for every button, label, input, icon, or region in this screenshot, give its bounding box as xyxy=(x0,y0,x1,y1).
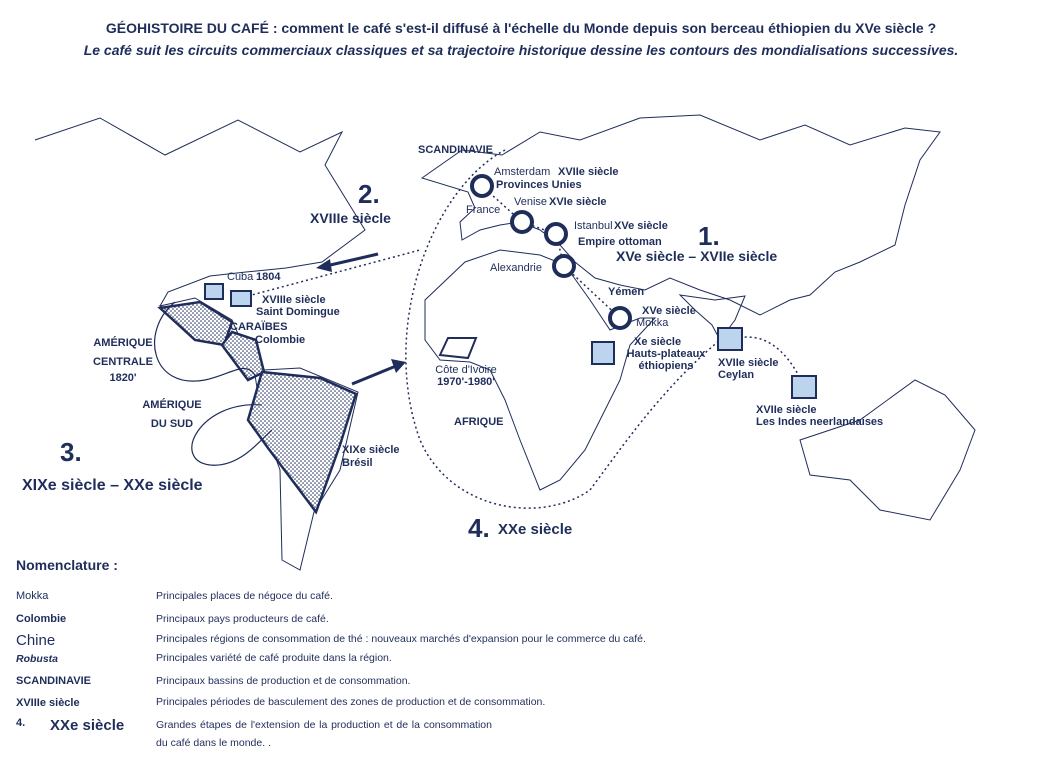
legend-desc-trading-place: Principales places de négoce du café. xyxy=(156,590,333,602)
label-istanbul: Istanbul xyxy=(574,220,613,232)
label-yemen: Yémen xyxy=(608,286,645,298)
legend-key-producer: Colombie xyxy=(16,613,67,625)
central-america-loop xyxy=(153,301,256,382)
north-america-outline xyxy=(34,117,366,307)
brazil-region xyxy=(246,370,358,515)
south-america-loop xyxy=(191,404,273,466)
label-st-domingue-period: XVIIIe siècle xyxy=(262,294,326,306)
legend-desc-basin: Principaux bassins de production et de c… xyxy=(156,675,411,687)
label-cuba: Cuba xyxy=(227,271,254,283)
label-ceylan: Ceylan xyxy=(718,369,755,381)
stage-3-text: XIXe siècle – XXe siècle xyxy=(22,477,203,494)
label-alexandrie: Alexandrie xyxy=(490,262,542,274)
stage-1-number: 1. xyxy=(698,221,720,251)
istanbul-marker xyxy=(544,222,568,246)
amsterdam-marker xyxy=(470,174,494,198)
label-provinces-unies: Provinces Unies xyxy=(496,179,582,191)
cuba-marker xyxy=(204,283,224,300)
legend-desc-producer: Principaux pays producteurs de café. xyxy=(156,613,329,625)
legend-key-stage-number: 4. xyxy=(16,717,26,729)
legend-key-basin: SCANDINAVIE xyxy=(16,675,91,687)
stage-1-text: XVe siècle – XVIIe siècle xyxy=(616,248,778,264)
label-empire-ottoman: Empire ottoman xyxy=(578,236,662,248)
label-cuba-year: 1804 xyxy=(256,271,281,283)
stage-3-number: 3. xyxy=(60,437,82,467)
eurasia-outline xyxy=(420,114,941,316)
label-amsterdam: Amsterdam xyxy=(494,166,551,178)
ethiopie-marker xyxy=(591,341,615,365)
label-france: France xyxy=(466,204,501,216)
label-ceylan-period: XVIIe siècle xyxy=(718,357,779,369)
cote-ivoire-marker xyxy=(438,337,478,360)
legend-desc-stage: Grandes étapes de l'extension de la prod… xyxy=(156,719,492,749)
label-amsterdam-period: XVIIe siècle xyxy=(558,166,619,178)
legend-key-stage: XXe siècle xyxy=(50,717,125,734)
label-amerique-sud: AMÉRIQUE DU SUD xyxy=(142,399,202,430)
label-bresil: Brésil xyxy=(342,457,373,469)
africa-outline xyxy=(424,249,657,491)
map-subtitle: Le café suit les circuits commerciaux cl… xyxy=(83,42,959,58)
venise-marker xyxy=(510,210,534,234)
label-indes-period: XVIIe siècle xyxy=(756,404,817,416)
legend-title: Nomenclature : xyxy=(16,557,118,573)
label-colombie: Colombie xyxy=(255,334,306,346)
label-amerique-centrale: AMÉRIQUE CENTRALE xyxy=(93,337,153,368)
label-venise-period: XVIe siècle xyxy=(549,196,607,208)
label-venise: Venise xyxy=(514,196,548,208)
legend-desc-tea-region: Principales régions de consommation de t… xyxy=(156,633,646,645)
arrow-to-africa xyxy=(351,359,406,386)
alexandrie-marker xyxy=(552,254,576,278)
legend-key-trading-place: Mokka xyxy=(16,590,49,602)
colombia-region xyxy=(220,330,266,382)
label-st-domingue: Saint Domingue xyxy=(256,306,340,318)
label-cote-ivoire-years: 1970'-1980' xyxy=(437,376,495,388)
label-bresil-period: XIXe siècle xyxy=(342,444,400,456)
stage-4-number: 4. xyxy=(468,513,490,543)
label-cote-ivoire: Côte d'Ivoire xyxy=(435,364,497,376)
route-ottoman xyxy=(481,185,621,319)
label-mokka: Mokka xyxy=(636,317,669,329)
arrow-to-caribbean xyxy=(316,252,379,272)
label-amerique-centrale-year: 1820' xyxy=(109,372,137,384)
oceania-outline xyxy=(799,379,976,521)
legend-key-period: XVIIIe siècle xyxy=(16,697,80,709)
st-domingue-marker xyxy=(230,290,252,307)
ceylan-marker xyxy=(717,327,743,351)
stage-2-text: XVIIIe siècle xyxy=(310,210,391,226)
label-afrique: AFRIQUE xyxy=(454,416,504,428)
label-ethiopie-period: Xe siècle xyxy=(634,336,682,348)
central-america-region xyxy=(157,300,234,347)
legend-desc-period: Principales périodes de basculement des … xyxy=(156,696,546,708)
label-mokka-period: XVe siècle xyxy=(642,305,696,317)
label-caraibes: CARAÏBES xyxy=(230,321,288,333)
stage-4-text: XXe siècle xyxy=(498,521,573,538)
label-indes: Les Indes neerlandaises xyxy=(756,416,884,428)
mokka-marker xyxy=(608,306,632,330)
indes-marker xyxy=(791,375,817,399)
stage-2-number: 2. xyxy=(358,179,380,209)
legend-key-variety: Robusta xyxy=(16,653,58,665)
label-hauts-plateaux: Hauts-plateaux éthiopiens xyxy=(626,348,706,372)
label-scandinavie: SCANDINAVIE xyxy=(418,144,493,156)
legend-key-tea-region: Chine xyxy=(16,632,56,649)
legend-desc-variety: Principales variété de café produite dan… xyxy=(156,652,392,664)
map-title: GÉOHISTOIRE DU CAFÉ : comment le café s'… xyxy=(105,20,937,36)
label-istanbul-period: XVe siècle xyxy=(614,220,668,232)
